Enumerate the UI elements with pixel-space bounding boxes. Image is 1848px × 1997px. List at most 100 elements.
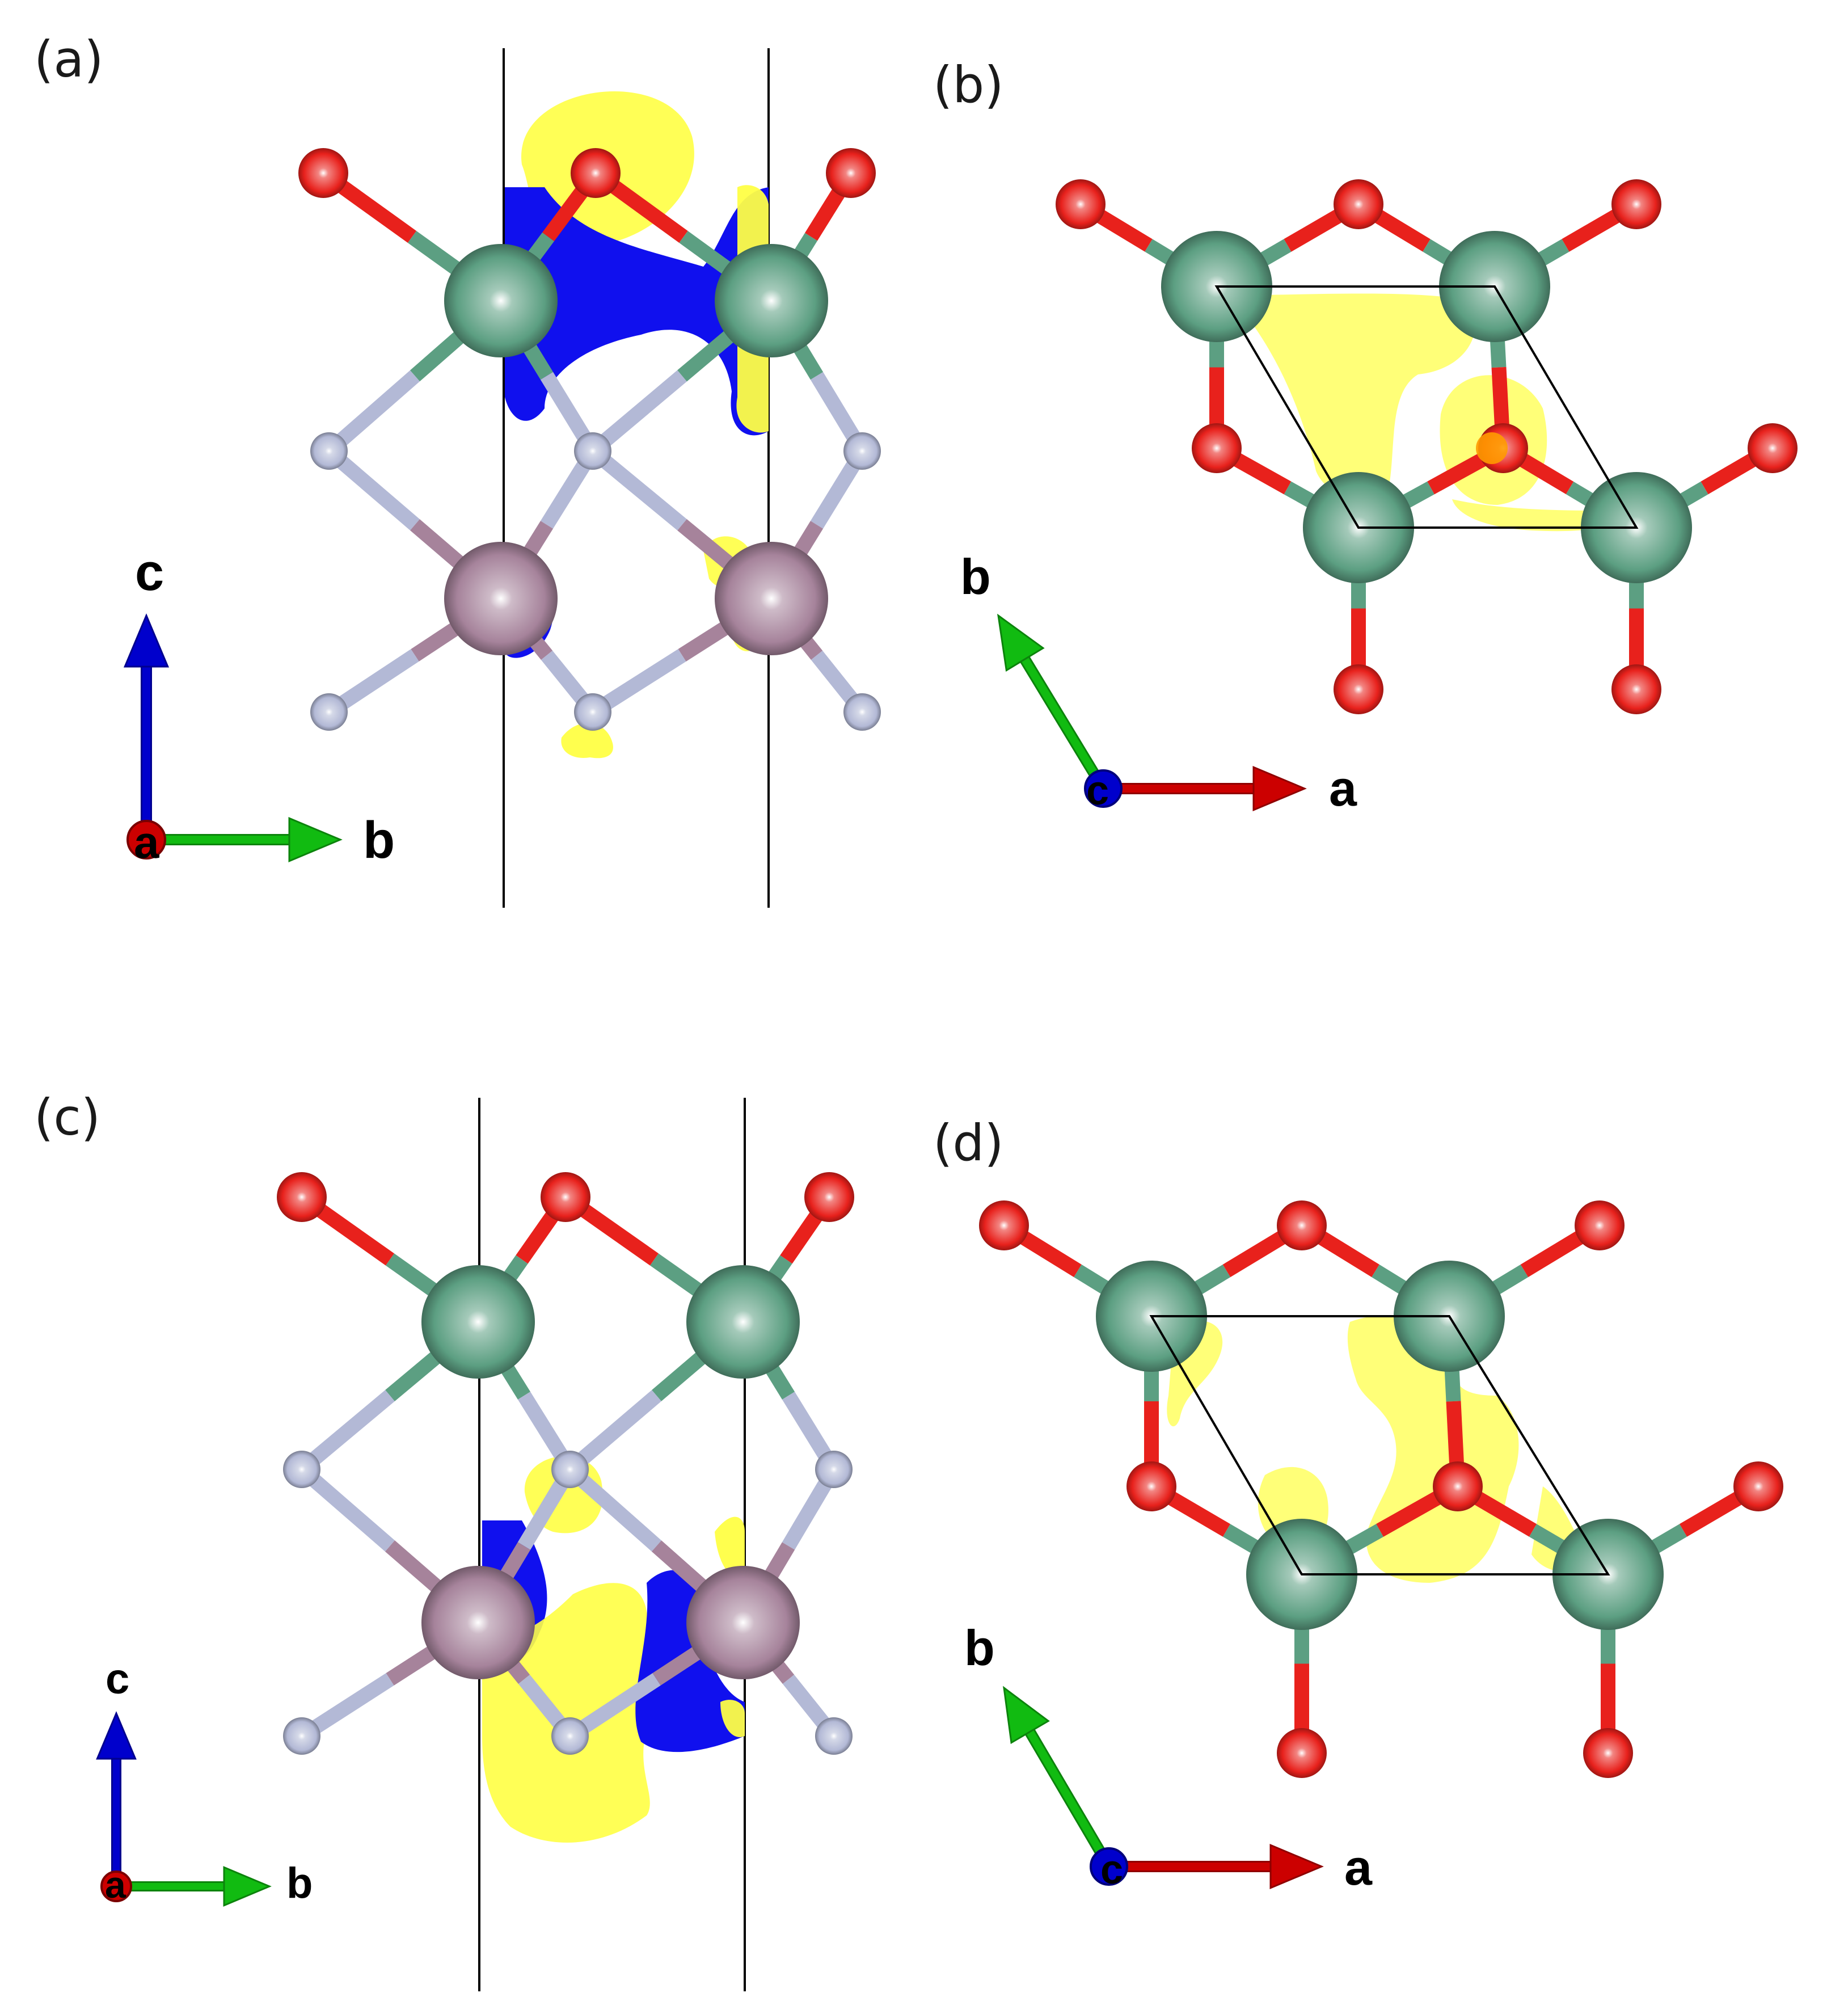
oxygen-atom	[1126, 1461, 1176, 1511]
panel-a-label: (a)	[34, 30, 104, 89]
panel-a-axis-label-out-of-plane: a	[134, 817, 159, 867]
oxygen-atom	[571, 148, 621, 198]
oxygen-atom	[1334, 179, 1383, 229]
oxygen-atom	[298, 148, 348, 198]
heavy-atom	[444, 542, 558, 655]
axis-origin-marker	[1090, 1847, 1128, 1886]
bond-segment	[565, 1464, 662, 1552]
light-atom	[815, 1451, 853, 1488]
panel-d-axis-label-out-of-plane: c	[1100, 1847, 1123, 1893]
charge-accumulation-isosurface	[561, 723, 613, 759]
oxygen-atom	[1277, 1200, 1327, 1250]
oxygen-atom	[1056, 179, 1106, 229]
bond-segment	[297, 1390, 395, 1475]
oxygen-atom	[1334, 664, 1383, 714]
axis-origin-marker	[100, 1870, 132, 1902]
axis-arrow-head	[96, 1711, 137, 1760]
panel-b: (b) b a c	[933, 56, 1798, 816]
axis-arrow-head	[288, 816, 343, 863]
panel-c-structure	[277, 1098, 854, 1991]
light-atom	[843, 432, 881, 470]
oxygen-atom	[541, 1172, 590, 1222]
panel-d: (d) b a c	[933, 1114, 1783, 1895]
unit-cell-outline	[1149, 1315, 1610, 1575]
bond-segment	[588, 445, 687, 531]
panel-c: (c) c b a	[34, 1088, 854, 1991]
axis-arrow-head	[1269, 1843, 1324, 1890]
light-atom	[551, 1717, 589, 1755]
bond-segment	[565, 1390, 661, 1475]
oxygen-atom	[1583, 1728, 1633, 1778]
bond-segment	[324, 370, 420, 457]
charge-accumulation-isosurface	[1452, 499, 1618, 532]
panel-b-axis-label-out-of-plane: c	[1086, 768, 1109, 814]
oxygen-atom	[1611, 179, 1661, 229]
panel-a: (a) c b a	[34, 30, 881, 908]
light-atom	[310, 432, 348, 470]
charge-depletion-isosurface	[505, 187, 769, 436]
metal-atom	[715, 244, 828, 357]
oxygen-atom	[1611, 664, 1661, 714]
light-atom	[574, 693, 611, 731]
metal-atom	[421, 1265, 535, 1379]
axis-arrow-shaft	[1021, 657, 1107, 791]
panel-a-axis-label-horizontal: b	[363, 811, 395, 869]
axis-origin-marker	[126, 820, 166, 860]
light-atom	[843, 693, 881, 731]
oxygen-atom	[804, 1172, 854, 1222]
metal-atom	[444, 244, 558, 357]
panel-d-axes	[1003, 1686, 1324, 1890]
panel-d-structure	[979, 1200, 1783, 1778]
light-atom	[283, 1451, 320, 1488]
unit-cell-outline	[1214, 285, 1639, 529]
panel-c-axis-label-out-of-plane: a	[105, 1864, 126, 1906]
panel-c-axis-triad: c b a	[96, 1655, 313, 1907]
heavy-atom	[715, 542, 828, 655]
charge-accumulation-isosurface	[715, 1516, 745, 1578]
oxygen-atom	[979, 1200, 1029, 1250]
panel-c-label: (c)	[34, 1088, 100, 1147]
panel-d-axis-label-vertical: b	[964, 1620, 995, 1676]
panel-b-label: (b)	[933, 56, 1004, 114]
charge-accumulation-isosurface	[1476, 432, 1508, 464]
bond-segment	[324, 445, 420, 530]
panel-a-axis-label-vertical: c	[135, 544, 164, 601]
axis-arrow-head	[1003, 1686, 1050, 1745]
oxygen-atom	[1575, 1200, 1625, 1250]
axis-arrow-head	[997, 613, 1045, 672]
panel-a-structure	[298, 48, 881, 908]
oxygen-atom	[1733, 1461, 1783, 1511]
panel-d-axis-triad: b a c	[964, 1620, 1373, 1895]
heavy-atom	[686, 1566, 800, 1679]
panel-c-axis-label-vertical: c	[106, 1655, 129, 1703]
charge-accumulation-isosurface	[1248, 293, 1476, 499]
panel-b-structure	[1056, 179, 1798, 714]
panel-c-axis-label-horizontal: b	[286, 1859, 313, 1907]
light-atom	[283, 1717, 320, 1755]
bond-segment	[297, 1464, 395, 1552]
charge-accumulation-isosurface	[720, 1700, 745, 1737]
metal-atom	[686, 1265, 800, 1379]
axis-arrow-head	[223, 1866, 272, 1907]
light-atom	[310, 693, 348, 731]
light-atom	[574, 432, 611, 470]
panel-c-axes	[96, 1711, 272, 1907]
light-atom	[815, 1717, 853, 1755]
panel-b-axes	[997, 613, 1307, 812]
axis-arrow-head	[1252, 765, 1307, 812]
light-atom	[551, 1451, 589, 1488]
oxygen-atom	[1277, 1728, 1327, 1778]
panel-a-axis-triad: c b a	[123, 544, 395, 869]
oxygen-atom	[277, 1172, 327, 1222]
oxygen-atom	[826, 148, 876, 198]
axis-origin-marker	[1084, 769, 1123, 808]
heavy-atom	[421, 1566, 535, 1679]
panel-b-axis-label-horizontal: a	[1329, 760, 1357, 816]
panel-b-axis-label-vertical: b	[960, 549, 991, 605]
axis-arrow-shaft	[1026, 1730, 1113, 1869]
oxygen-atom	[1748, 423, 1798, 473]
panel-d-label: (d)	[933, 1114, 1004, 1172]
axis-arrow-head	[123, 613, 170, 668]
oxygen-atom	[1192, 423, 1242, 473]
